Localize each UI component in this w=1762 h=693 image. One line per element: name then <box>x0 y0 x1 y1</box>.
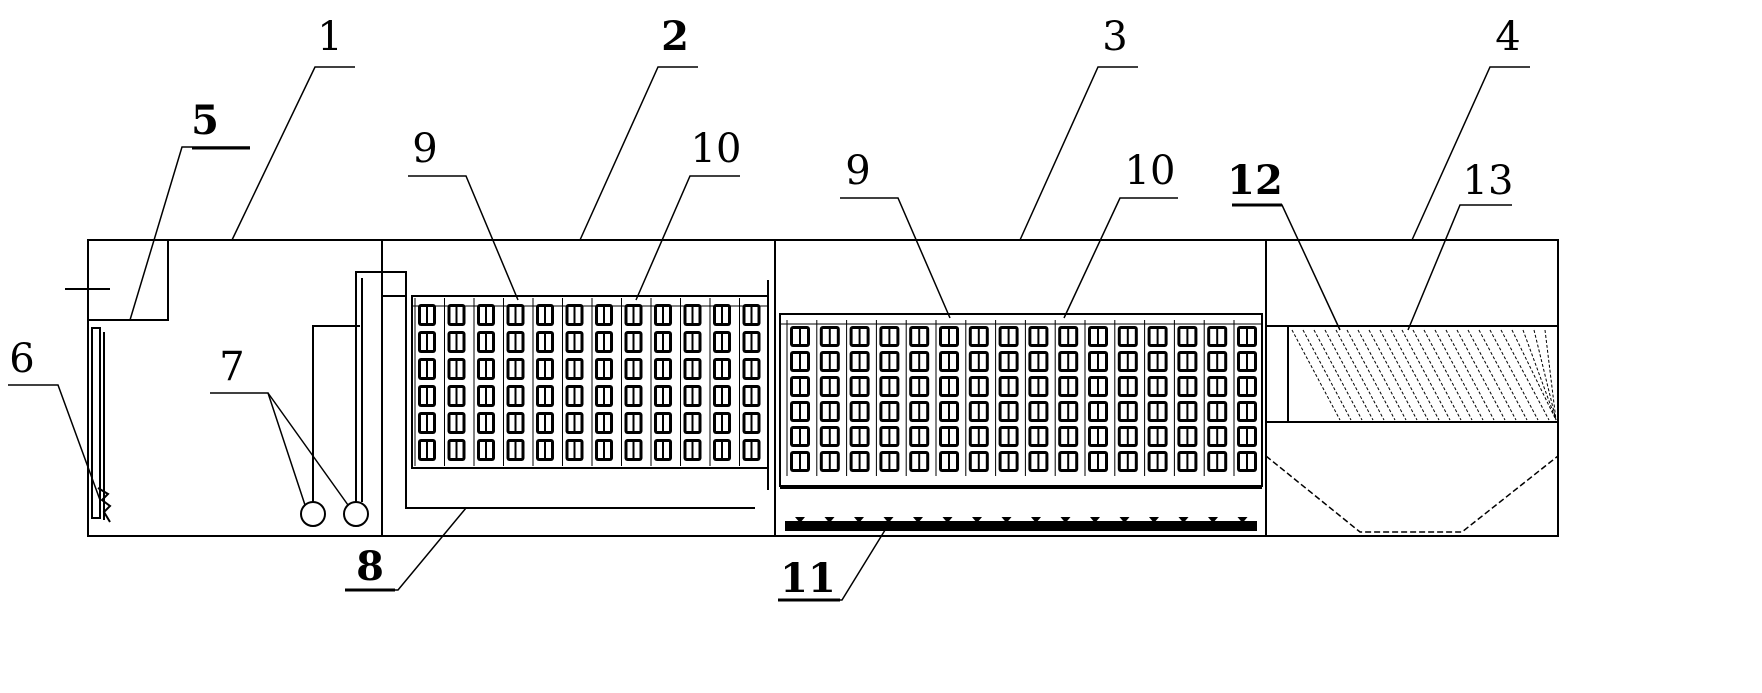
label-6: 6 <box>9 336 34 382</box>
inclined-plate <box>1500 329 1550 421</box>
aerator-nozzle <box>1178 517 1189 523</box>
inclined-plate <box>1423 329 1473 421</box>
label-8: 8 <box>356 543 384 590</box>
inclined-plate <box>1489 329 1539 421</box>
aerator-nozzle <box>854 517 864 523</box>
leader-12 <box>1232 204 1341 331</box>
leader-5 <box>129 146 250 321</box>
media-frame-3 <box>779 313 1263 487</box>
label-13: 13 <box>1463 158 1514 204</box>
aerator-nozzle <box>1149 517 1159 523</box>
media-grid-3 <box>786 320 1257 476</box>
label-9a: 9 <box>412 126 437 172</box>
leader-7a <box>210 392 306 506</box>
inclined-plate <box>1390 329 1440 421</box>
aerator-nozzle <box>1208 517 1218 523</box>
leader-10b <box>1063 197 1178 319</box>
aerator-nozzle <box>883 517 894 523</box>
leader-6 <box>8 384 101 501</box>
inclined-plate <box>1302 329 1352 421</box>
aerator-nozzle <box>1119 517 1130 523</box>
label-9b: 9 <box>845 148 870 194</box>
inclined-plate <box>1313 329 1363 421</box>
compartment-4 <box>1265 325 1559 533</box>
inclined-plate <box>1291 329 1341 421</box>
inclined-plate <box>1478 329 1528 421</box>
side-pipe <box>91 327 101 519</box>
leader-7b <box>267 392 349 506</box>
leader-3 <box>1019 66 1138 241</box>
compartment-3 <box>779 313 1263 531</box>
tank-outline <box>87 239 1559 537</box>
inclined-plate <box>1379 329 1429 421</box>
inclined-plate <box>1511 329 1557 421</box>
aerator-nozzle <box>1031 517 1041 523</box>
aerator-nozzle <box>972 517 982 523</box>
leader-13 <box>1407 204 1512 331</box>
inclined-plates <box>1291 329 1557 421</box>
label-10b: 10 <box>1125 148 1176 194</box>
tank-body <box>87 239 1559 537</box>
inclined-plate <box>1357 329 1407 421</box>
inclined-plate <box>1346 329 1396 421</box>
aerator-nozzle <box>795 517 805 523</box>
inclined-plate <box>1324 329 1374 421</box>
pump-2 <box>343 501 369 527</box>
leader-9b <box>840 197 951 319</box>
compartment-2 <box>381 271 769 509</box>
aerator-nozzle <box>1060 517 1071 523</box>
aerator-nozzle <box>1237 517 1248 523</box>
inclined-plate <box>1335 329 1385 421</box>
part-labels: 1 2 3 4 5 6 7 8 9 10 9 10 11 12 13 <box>9 13 1520 602</box>
label-1: 1 <box>317 14 342 60</box>
leader-1 <box>231 66 355 241</box>
label-10a: 10 <box>691 126 742 172</box>
aerator-nozzle <box>1001 517 1012 523</box>
inlet-box <box>88 240 169 321</box>
inclined-plate <box>1401 329 1451 421</box>
label-4: 4 <box>1495 14 1520 60</box>
aerator-nozzle <box>942 517 953 523</box>
label-5: 5 <box>191 97 219 144</box>
label-3: 3 <box>1102 14 1127 60</box>
compartment-1 <box>65 240 382 527</box>
label-12: 12 <box>1227 157 1283 204</box>
label-underlines <box>192 146 1282 602</box>
leader-2 <box>579 66 698 241</box>
inlet-corner <box>381 271 407 297</box>
leader-4 <box>1411 66 1530 241</box>
valve-symbol <box>97 487 112 523</box>
inclined-plate <box>1434 329 1484 421</box>
aeration-pipe <box>785 521 1257 531</box>
label-11: 11 <box>780 555 836 602</box>
aerator-nozzle <box>913 517 923 523</box>
sludge-hopper <box>1265 455 1559 533</box>
media-grid-2 <box>414 298 761 466</box>
pump-1 <box>300 501 326 527</box>
label-2: 2 <box>661 13 689 60</box>
inclined-plate <box>1522 329 1557 421</box>
label-7: 7 <box>219 344 244 390</box>
aerator-nozzle <box>1090 517 1100 523</box>
inclined-plate <box>1445 329 1495 421</box>
inclined-plate <box>1467 329 1517 421</box>
aerator-nozzles <box>795 517 1248 523</box>
distribution-pipe-8 <box>405 296 755 509</box>
pump-2-riser <box>355 271 382 502</box>
inclined-plate <box>1456 329 1506 421</box>
inclined-plate <box>1368 329 1418 421</box>
leader-9a <box>408 175 519 301</box>
inclined-plate <box>1412 329 1462 421</box>
leader-10a <box>635 175 740 301</box>
pump-1-riser <box>312 325 360 502</box>
inclined-plate <box>1544 329 1557 421</box>
inclined-plate <box>1533 329 1557 421</box>
aerator-nozzle <box>824 517 835 523</box>
